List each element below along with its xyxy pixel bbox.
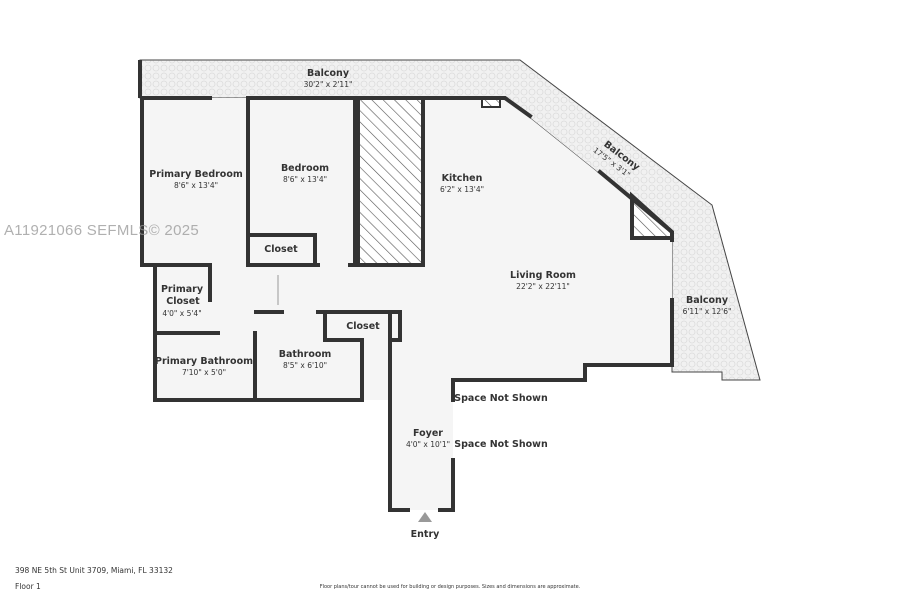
balcony-right-dims: 6'11" x 12'6": [683, 307, 732, 316]
bedroom-label: Bedroom: [281, 163, 329, 174]
entry-label: Entry: [411, 529, 440, 540]
kitchen-dims: 6'2" x 13'4": [440, 185, 484, 194]
primary-bathroom-label: Primary Bathroom: [155, 356, 253, 367]
walls: [140, 96, 674, 512]
balcony-top-dims: 30'2" x 2'11": [304, 80, 353, 89]
primary-bedroom-label: Primary Bedroom: [149, 169, 243, 180]
closet-bedroom-label: Closet: [264, 244, 298, 255]
primary-closet-label-2: Closet: [166, 296, 200, 307]
bedroom-dims: 8'6" x 13'4": [283, 175, 327, 184]
primary-closet-label-1: Primary: [161, 284, 204, 295]
floor-label: Floor 1: [15, 582, 41, 591]
space-not-shown-1: Space Not Shown: [454, 393, 548, 404]
hatched-column: [356, 96, 425, 267]
primary-bedroom-dims: 8'6" x 13'4": [174, 181, 218, 190]
interior-floor: [142, 98, 672, 510]
foyer-label: Foyer: [413, 428, 443, 439]
disclaimer: Floor plans/tour cannot be used for buil…: [319, 584, 581, 590]
entry-arrow-icon: [418, 512, 432, 522]
space-not-shown-2: Space Not Shown: [454, 439, 548, 450]
living-room-label: Living Room: [510, 270, 576, 281]
living-room-dims: 22'2" x 22'11": [516, 282, 570, 291]
primary-bathroom-dims: 7'10" x 5'0": [182, 368, 226, 377]
kitchen-label: Kitchen: [442, 173, 483, 184]
watermark: A11921066 SEFMLS© 2025: [4, 222, 200, 239]
bathroom-label: Bathroom: [279, 349, 332, 360]
balcony-right-label: Balcony: [686, 295, 729, 306]
address: 398 NE 5th St Unit 3709, Miami, FL 33132: [15, 566, 173, 575]
closet-hall-label: Closet: [346, 321, 380, 332]
balcony-top-label: Balcony: [307, 68, 350, 79]
foyer-dims: 4'0" x 10'1": [406, 440, 450, 449]
bathroom-dims: 8'5" x 6'10": [283, 361, 327, 370]
primary-closet-dims: 4'0" x 5'4": [162, 309, 201, 318]
